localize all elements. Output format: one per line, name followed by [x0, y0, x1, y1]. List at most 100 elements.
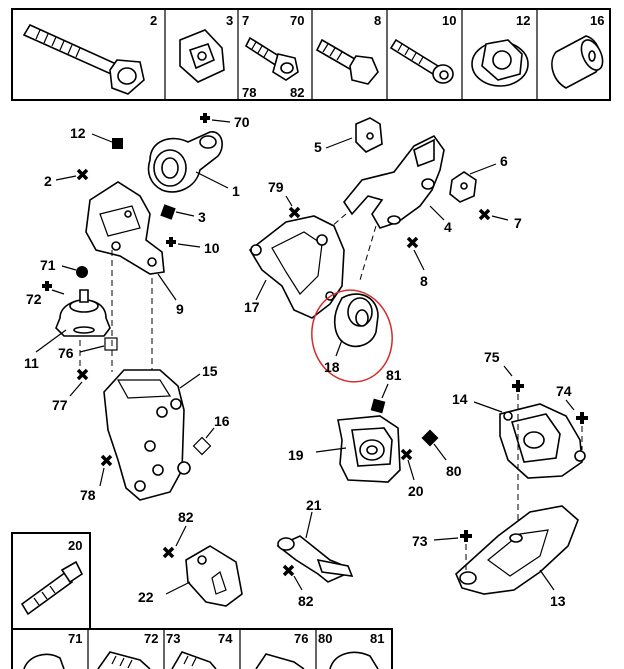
engine-bracket-part-9: [85, 181, 165, 275]
hydraulic-mount-part-11: [55, 289, 111, 337]
hex-bolt-drawing: [315, 38, 379, 85]
left-mount-assembly: 70 1 12 2 3 10 9 71: [24, 113, 250, 503]
plus-marker-72: [42, 281, 52, 291]
bushing-part-18: [333, 293, 379, 348]
callout-17: 17: [244, 299, 260, 315]
stud-thread-72: [111, 655, 133, 669]
callout-13: 13: [550, 593, 566, 609]
stud-drawing: [20, 560, 84, 616]
callout-73: 73: [412, 533, 428, 549]
cross-marker-82b: [282, 564, 295, 577]
flange-nut-drawing: [471, 39, 529, 87]
callout-18: 18: [324, 359, 340, 375]
callout-22: 22: [138, 589, 154, 605]
highlight-ring-18: [311, 289, 393, 383]
cell-label-74: 74: [218, 631, 233, 646]
callout-6: 6: [500, 153, 508, 169]
cell-label-2: 2: [150, 13, 157, 28]
torque-arm-part-4: [343, 134, 445, 229]
diamond-marker-80: [421, 429, 439, 447]
cross-marker-78: [100, 454, 113, 467]
diamond-marker-16: [192, 436, 212, 456]
cell-label-12: 12: [516, 13, 530, 28]
callout-76: 76: [58, 345, 74, 361]
square-marker-81: [370, 398, 386, 414]
upper-mount-part-1: [147, 131, 223, 193]
center-mount-assembly: 5 4 6 7 8 79: [138, 117, 522, 609]
cross-marker-2: [76, 168, 89, 181]
cell-label-8: 8: [374, 13, 381, 28]
small-block-part-5: [355, 117, 383, 153]
callout-80: 80: [446, 463, 462, 479]
cross-marker-20: [400, 448, 413, 461]
callout-19: 19: [288, 447, 304, 463]
small-block-part-6: [449, 171, 477, 203]
cell-label-7: 7: [242, 13, 249, 28]
cell-label-16: 16: [590, 13, 604, 28]
callout-5: 5: [314, 139, 322, 155]
cross-marker-7: [478, 208, 491, 221]
cross-marker-82a: [162, 546, 175, 559]
square-marker-3: [160, 204, 176, 220]
cell-label-80: 80: [318, 631, 332, 646]
upper-mount-part-14: [499, 403, 586, 479]
top-hardware-strip: 2 3 7 70 78 82 8 10 12 16: [11, 8, 611, 101]
plus-marker-10: [166, 237, 176, 247]
cell-label-76: 76: [294, 631, 308, 646]
socket-bolt-drawing: [389, 38, 454, 84]
bolt-drawing-73: [171, 651, 217, 669]
callout-70: 70: [234, 114, 250, 130]
callout-4: 4: [444, 219, 452, 235]
callout-15: 15: [202, 363, 218, 379]
callout-72: 72: [26, 291, 42, 307]
callout-7: 7: [514, 215, 522, 231]
gearbox-bracket-part-17: [248, 215, 345, 319]
callout-11: 11: [24, 355, 39, 371]
cell-label-82: 82: [290, 85, 304, 100]
callout-16: 16: [214, 413, 230, 429]
callout-21: 21: [306, 497, 322, 513]
long-bolt-drawing: [22, 23, 145, 95]
bracket-drawing-76: [255, 653, 305, 669]
cell-label-71: 71: [68, 631, 82, 646]
callout-75: 75: [484, 349, 500, 365]
cross-marker-8: [406, 236, 419, 249]
callout-8: 8: [420, 273, 428, 289]
callout-2: 2: [44, 173, 52, 189]
cell-label-72: 72: [144, 631, 158, 646]
square-marker-12: [112, 138, 123, 149]
cross-marker-77: [76, 368, 89, 381]
bolt-thread-73: [183, 655, 197, 667]
cell-label-10: 10: [442, 13, 456, 28]
callout-71: 71: [40, 257, 56, 273]
clip-part-21: [276, 535, 354, 583]
plus-marker-75: [512, 380, 524, 392]
bottom-hardware-strip: 20 71 72 73 74 76 80 81: [11, 532, 393, 669]
callout-79: 79: [268, 179, 284, 195]
dome-nut-drawing: [23, 653, 65, 669]
callout-10: 10: [204, 240, 220, 256]
cross-marker-79: [288, 206, 301, 219]
callout-12: 12: [70, 125, 86, 141]
callout-20: 20: [408, 483, 424, 499]
caged-nut-drawing: [179, 29, 225, 83]
cell-label-20: 20: [68, 538, 82, 553]
callout-9: 9: [176, 301, 184, 317]
cell-label-78: 78: [242, 85, 256, 100]
callout-3: 3: [198, 209, 206, 225]
gearbox-mount-part-19: [337, 415, 401, 483]
lower-bracket-part-15: [103, 369, 191, 501]
plus-marker-74: [576, 412, 588, 424]
callout-14: 14: [452, 391, 468, 407]
right-mount-assembly: 75 74 14 13 73: [412, 349, 588, 609]
callout-1: 1: [232, 183, 240, 199]
bushing-drawing: [551, 35, 604, 89]
stud-bolt-drawing-72: [97, 651, 151, 669]
plus-marker-73: [460, 530, 472, 542]
callout-74: 74: [556, 383, 572, 399]
callout-82a: 82: [178, 509, 194, 525]
cell-label-73: 73: [166, 631, 180, 646]
cap-drawing-80: [329, 651, 379, 669]
cell-label-81: 81: [370, 631, 384, 646]
